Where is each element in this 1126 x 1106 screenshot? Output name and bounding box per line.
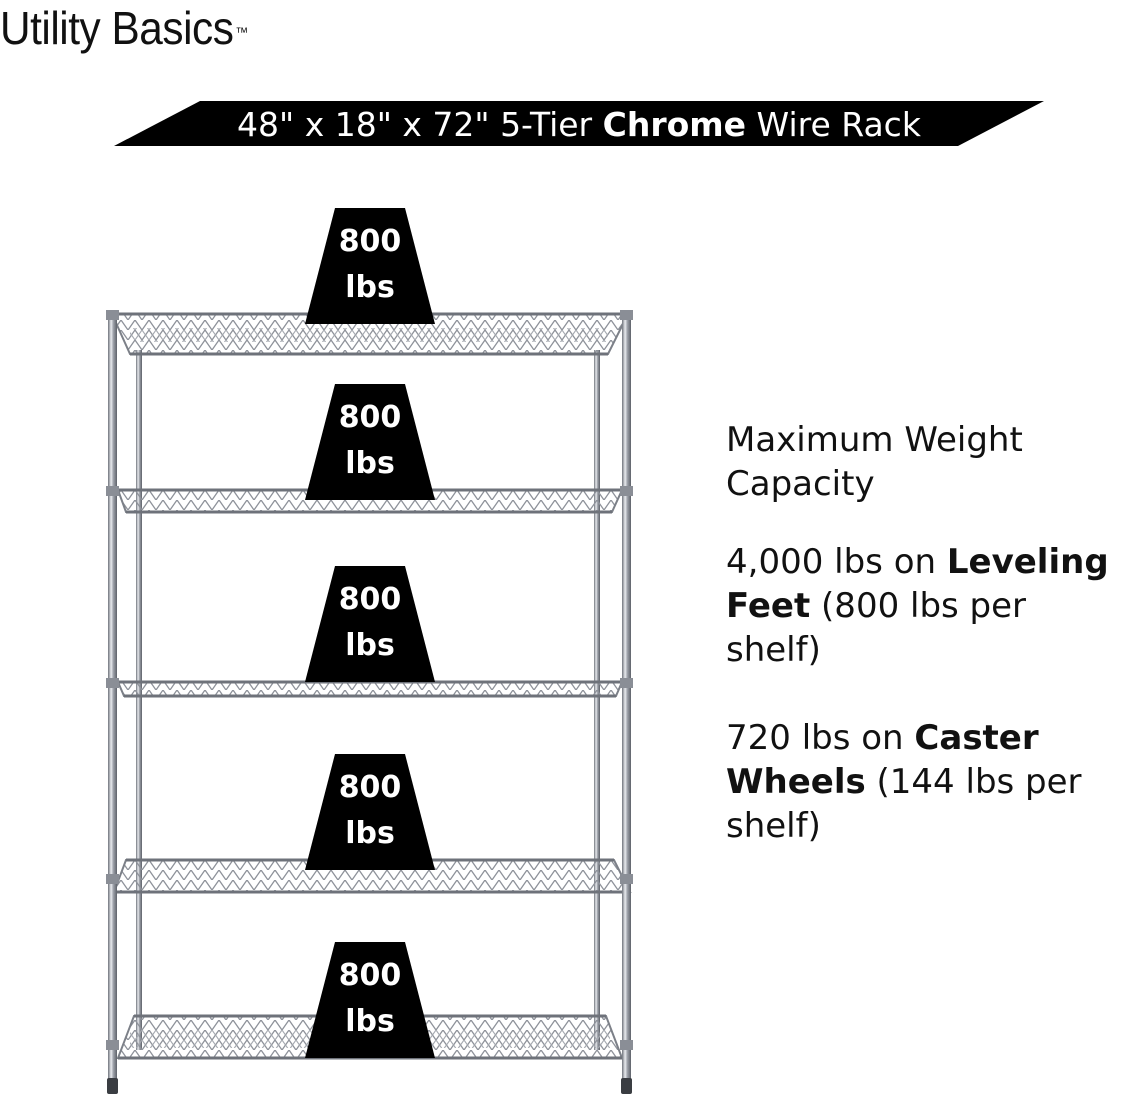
shelf-1-capacity-unit: lbs	[345, 270, 395, 305]
shelf-1-capacity-value: 800	[338, 224, 402, 259]
shelf-2-capacity-badge: 800 lbs	[305, 384, 435, 508]
product-title: 48" x 18" x 72" 5-Tier Chrome Wire Rack	[114, 100, 1044, 148]
shelf-4-capacity-unit: lbs	[345, 816, 395, 851]
title-prefix: 48" x 18" x 72" 5-Tier	[237, 104, 603, 144]
title-material: Chrome	[602, 104, 747, 144]
shelf-5-capacity-value: 800	[338, 958, 402, 993]
shelf-5-capacity-badge: 800 lbs	[305, 942, 435, 1066]
shelf-2-capacity-unit: lbs	[345, 446, 395, 481]
caster-pre: 720 lbs on	[726, 718, 915, 758]
title-suffix: Wire Rack	[746, 104, 921, 144]
shelf-3-capacity-unit: lbs	[345, 628, 395, 663]
shelf-1	[110, 312, 630, 356]
shelf-3-capacity-value: 800	[338, 582, 402, 617]
shelf-2-capacity-value: 800	[338, 400, 402, 435]
trademark-symbol: ™	[235, 24, 248, 40]
leveling-post: (800 lbs per shelf)	[726, 586, 1027, 670]
shelf-2	[116, 488, 624, 514]
capacity-title: Maximum Weight Capacity	[726, 420, 1023, 504]
shelf-4-capacity-badge: 800 lbs	[305, 754, 435, 878]
shelf-3	[116, 680, 624, 698]
leveling-feet-capacity: 4,000 lbs on Leveling Feet (800 lbs per …	[726, 540, 1126, 672]
caster-wheels-capacity: 720 lbs on Caster Wheels (144 lbs per sh…	[726, 716, 1116, 848]
caster-bold: Caster Wheels	[726, 718, 1039, 802]
caster-post: (144 lbs per shelf)	[726, 762, 1082, 846]
leveling-pre: 4,000 lbs on	[726, 542, 947, 582]
brand-name: Utility Basics	[0, 2, 234, 54]
shelf-1-capacity-badge: 800 lbs	[305, 208, 435, 332]
shelf-5-capacity-unit: lbs	[345, 1004, 395, 1039]
banner-shape	[114, 101, 1044, 146]
product-title-banner: 48" x 18" x 72" 5-Tier Chrome Wire Rack	[114, 100, 1044, 148]
shelf-3-capacity-badge: 800 lbs	[305, 566, 435, 690]
shelf-4-capacity-value: 800	[338, 770, 402, 805]
leveling-bold: Leveling Feet	[726, 542, 1109, 626]
